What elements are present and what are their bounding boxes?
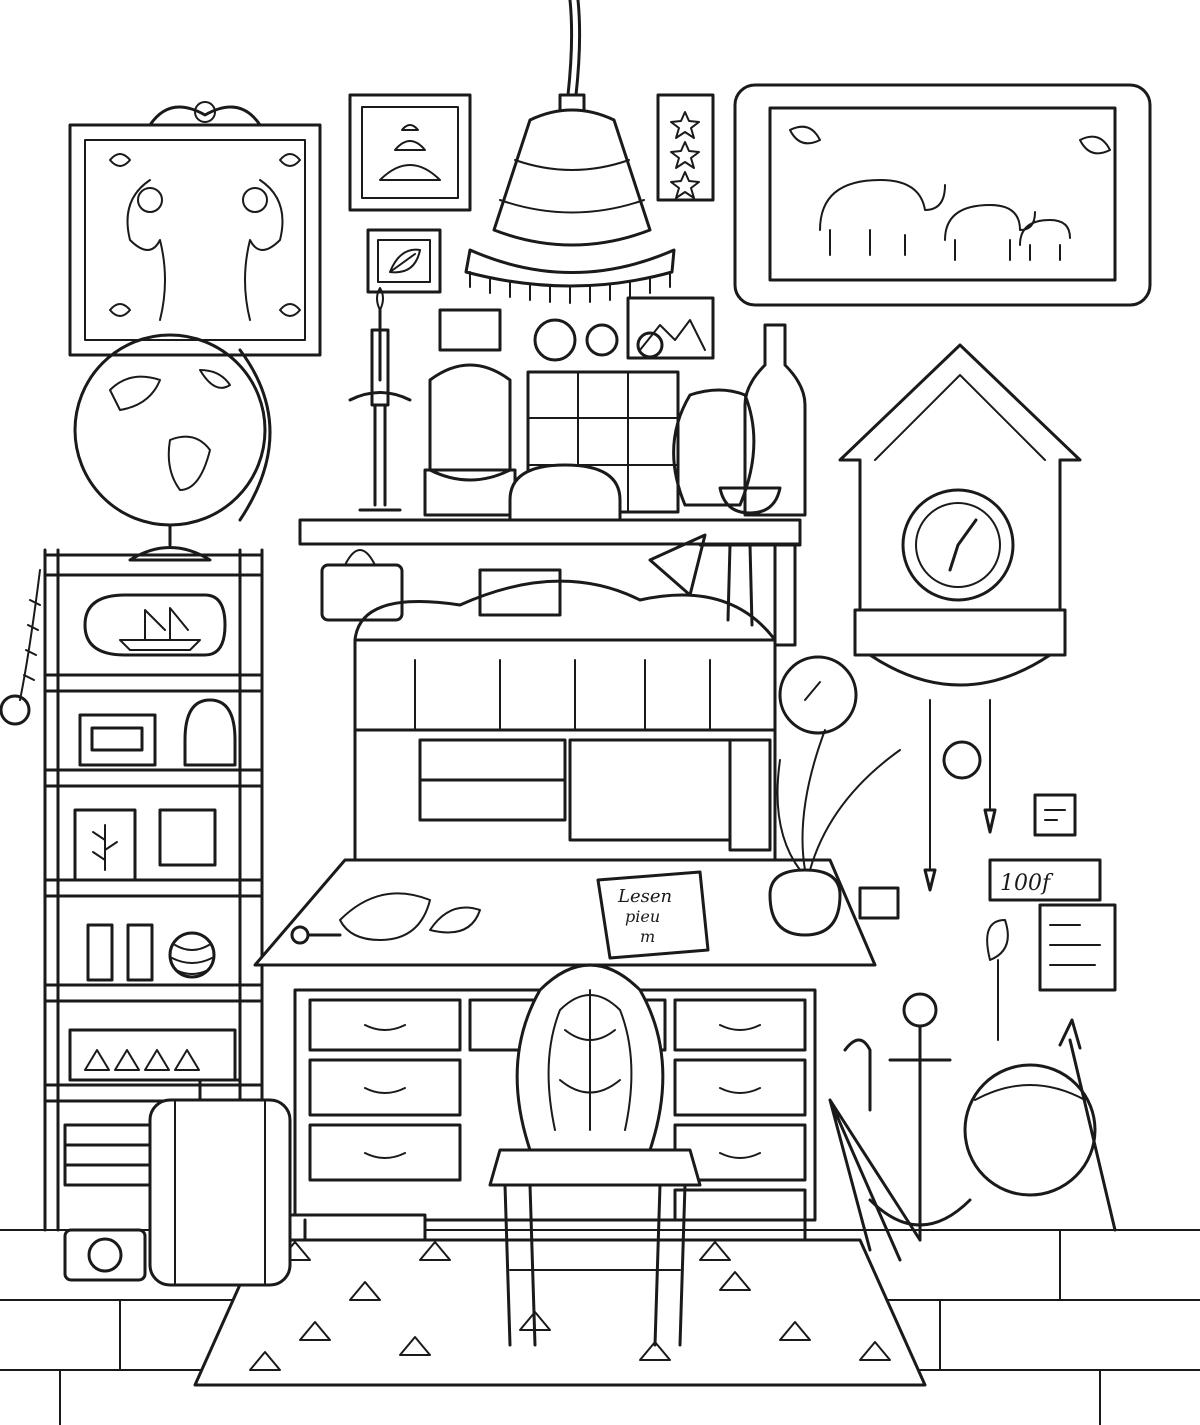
chair [488, 963, 702, 1347]
cuckoo-clock [778, 343, 1082, 892]
wall-notes: 100f [858, 793, 1117, 992]
top-shelf [298, 287, 807, 546]
leaf-frame [366, 228, 442, 294]
suitcase [148, 1078, 292, 1287]
turtle-frame [348, 93, 472, 212]
letter-text-line-3: m [640, 927, 655, 946]
anchor [868, 992, 972, 1242]
camera [63, 1228, 147, 1282]
hanging-lamp [464, 0, 676, 304]
letter-text-line-1: Lesen [617, 886, 672, 907]
stars-frame [656, 93, 715, 202]
umbrella [828, 1038, 922, 1262]
flamingo-frame [68, 101, 322, 357]
elephant-frame [733, 83, 1152, 307]
secretary-desk: Lesen pieu m [253, 579, 901, 967]
helmet-and-arrow [963, 919, 1117, 1232]
wall-calendar-text: 100f [1000, 871, 1054, 896]
hanging-chain [0, 569, 41, 726]
letter-text-line-2: pieu [625, 907, 660, 926]
triangle-rug [193, 1238, 927, 1387]
hanging-tools [320, 533, 802, 647]
globe [73, 333, 272, 562]
